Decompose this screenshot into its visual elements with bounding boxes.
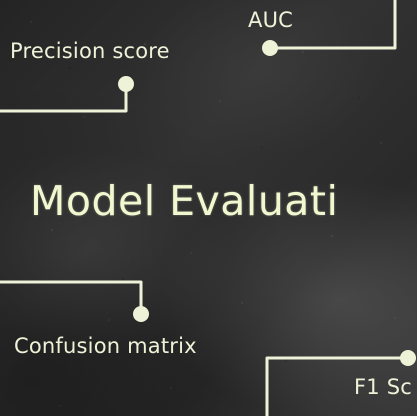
diagram-title: Model Evaluati [30, 177, 339, 225]
f1-score-label: F1 Sc [354, 375, 412, 399]
auc-label: AUC [248, 8, 293, 32]
precision-score-label: Precision score [10, 39, 170, 63]
f1-connector-line [265, 356, 410, 416]
precision-connector-line [0, 82, 128, 113]
confusion-node-dot [133, 306, 149, 322]
confusion-connector-line [0, 280, 143, 316]
confusion-matrix-label: Confusion matrix [14, 334, 197, 358]
f1-node-dot [400, 350, 416, 366]
auc-connector-line [268, 0, 397, 50]
auc-node-dot [262, 40, 278, 56]
precision-node-dot [118, 76, 134, 92]
